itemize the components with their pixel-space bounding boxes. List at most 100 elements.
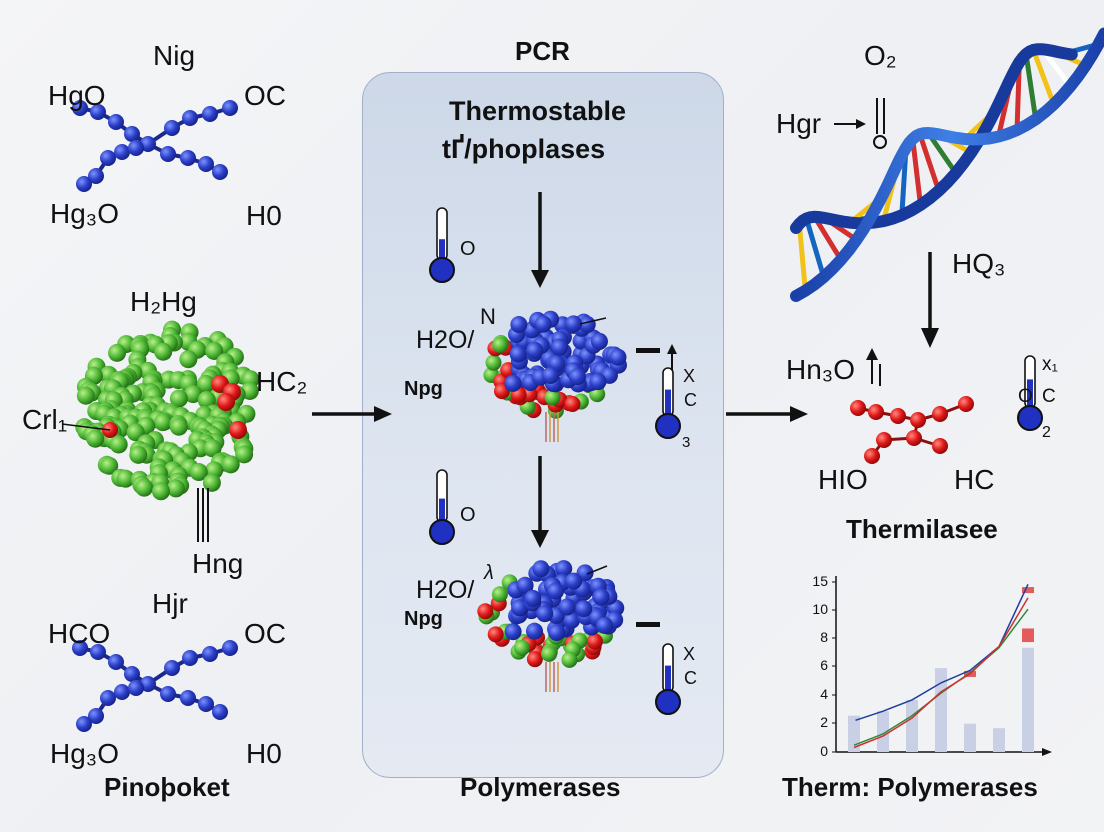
atom [510,346,527,363]
arrow-down-icon [531,456,549,548]
atom [154,343,172,361]
green-protein [75,321,259,501]
o2-label: O₂ [864,40,897,72]
thermometer-icon [430,208,454,282]
bar [1022,648,1034,752]
thermometer-icon [656,368,680,438]
top-molecule-label-tl: HgO [48,80,106,112]
red-atom [229,421,247,439]
atom [202,646,218,662]
atom [124,666,140,682]
thermo2-c: C [684,390,697,411]
atom [180,150,196,166]
atom [492,586,508,602]
bottom-molecule-label-tr: OC [244,618,286,650]
base-pair [1026,54,1036,119]
pcr-title-line2: tҐ/phoplases [442,134,605,165]
top-molecule-label-br: H0 [246,200,282,232]
atom [108,344,126,362]
atom [108,114,124,130]
protein-label-right: HC₂ [256,366,307,398]
red-molecule-label-bl: HIO [818,464,868,496]
right-title: Thermіlasee [846,514,998,545]
atom [203,474,221,492]
atom [222,455,240,473]
red-molecule-label-br: HC [954,464,994,496]
atom [910,412,926,428]
top-molecule-title: Nig [153,40,195,72]
double-bar-icon [874,98,886,148]
atom [488,626,504,642]
atom [526,623,543,640]
protein2-tag-lambda: λ [484,562,494,585]
atom [154,413,172,431]
atom [114,144,130,160]
atom [548,624,565,641]
atom [160,146,176,162]
atom [958,396,974,412]
atom [182,650,198,666]
pcr-protein-bottom [477,560,624,692]
atom [589,373,606,390]
protein2-tag-h2o: H2O/ [416,576,474,605]
atom [198,696,214,712]
atom [587,634,603,650]
atom [536,605,553,622]
thermometer-icon [656,644,680,714]
protein2-tag-npg: Npg [404,608,443,631]
chart [832,576,1052,756]
red-molecule [850,396,974,464]
atom [527,651,543,667]
thermo1-label: O [460,238,476,261]
atom [569,368,586,385]
bottom-molecule-label-tl: HCO [48,618,110,650]
red-molecule-label-tl: Hn₃O [786,354,855,386]
atom [864,448,880,464]
atom [524,590,541,607]
atom [565,396,581,412]
thermo3-label: O [460,504,476,527]
atom [128,140,144,156]
arrow-right-icon [834,119,866,129]
thermo2-sub: 3 [682,434,690,451]
atom [100,150,116,166]
thermometer-icon [430,470,454,544]
y-tick-label: 10 [808,601,828,617]
bar [964,724,976,752]
atom [565,315,582,332]
atom [76,176,92,192]
bottom-molecule-label-bl: Hg₃O [50,738,119,770]
thermo2-x: X [683,366,695,387]
atom [160,686,176,702]
atom [541,646,557,662]
atom [179,350,197,368]
y-tick-label: 15 [808,573,828,589]
atom [110,435,128,453]
atom [202,106,218,122]
atom [890,408,906,424]
thermo-bulb [656,690,680,714]
atom [510,316,527,333]
pcr-protein-top [483,311,627,442]
protein1-tag-n: N [480,304,496,330]
bottom-molecule-title: Hjr [152,588,188,620]
y-tick-label: 8 [808,629,828,645]
chart-caption: Therm: Polymerases [782,772,1038,803]
atom [559,598,576,615]
y-tick-label: 6 [808,657,828,673]
atom [932,438,948,454]
atom [477,603,493,619]
arrow-up-icon [866,348,880,386]
atom [593,589,610,606]
atom [167,479,185,497]
atom [212,704,228,720]
top-molecule-label-bl: Hg₃O [50,198,119,230]
atom [129,446,147,464]
atom [222,640,238,656]
atom [551,339,568,356]
thermo5-x1: x₁ [1042,354,1058,376]
dna-helix-icon [796,34,1104,297]
protein1-tag-npg: Npg [404,378,443,401]
atom [526,342,543,359]
atom [135,479,153,497]
